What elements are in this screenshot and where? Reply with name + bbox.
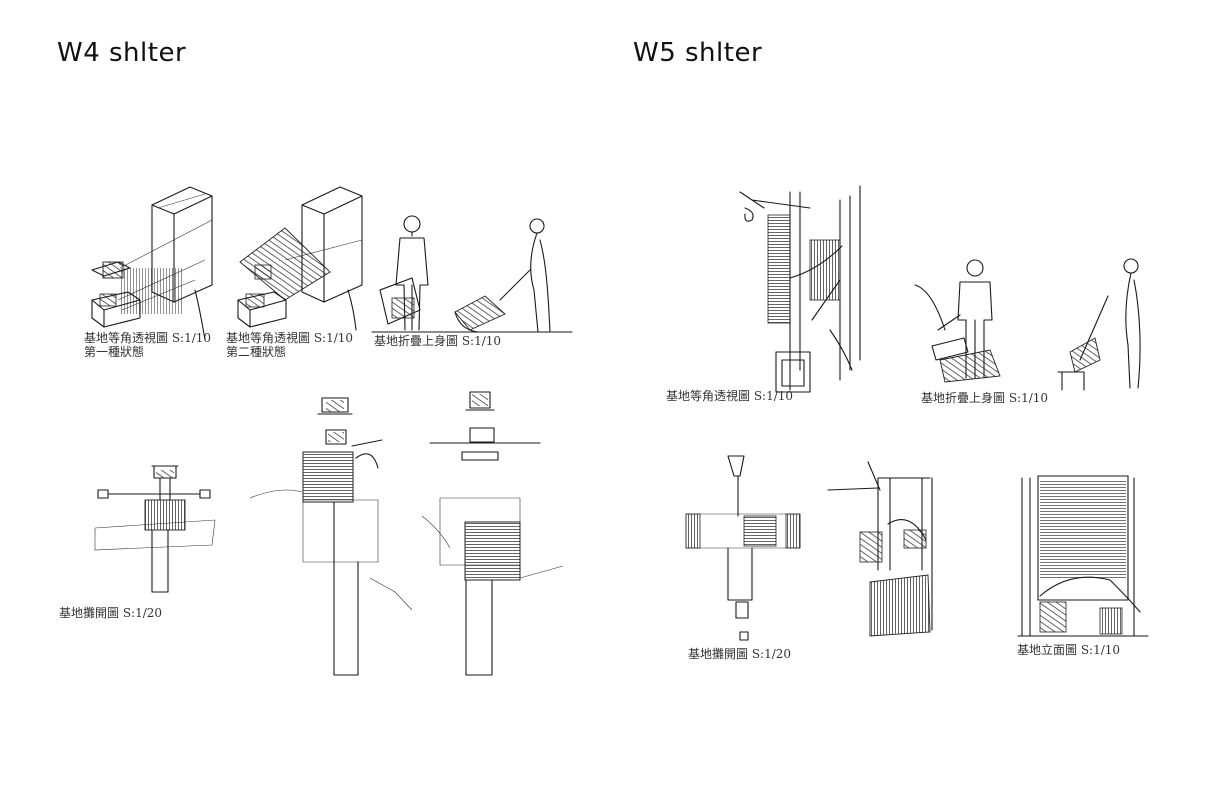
w4-folded-on-body-sketch: [371, 215, 573, 333]
w4-fold-caption: 基地折疊上身圖 S:1/10: [374, 334, 502, 348]
w5-fold-caption: 基地折疊上身圖 S:1/10: [921, 391, 1049, 405]
w5-isometric-sketch: [739, 185, 861, 393]
w5-folded-on-body-sketch: [914, 258, 1141, 391]
w4-iso1-state-caption: 第一種狀態: [84, 345, 145, 359]
w5-elevation-sketch: [1017, 475, 1149, 637]
w5-unfolded-sketch: [827, 461, 933, 637]
w5-exploded-caption: 基地攤開圖 S:1/20: [688, 647, 792, 661]
w5-panel-title: W5 shlter: [633, 38, 763, 68]
w4-iso1-caption: 基地等角透視圖 S:1/10: [84, 331, 212, 345]
w4-exploded-small-sketch: [94, 465, 216, 593]
w5-exploded-sketch: [685, 455, 801, 641]
w4-exploded-large-b-sketch: [421, 391, 564, 676]
w4-isometric-state1-sketch: [91, 186, 213, 341]
w4-panel-title: W4 shlter: [57, 38, 187, 68]
w4-iso2-caption: 基地等角透視圖 S:1/10: [226, 331, 354, 345]
w4-exploded-caption: 基地攤開圖 S:1/20: [59, 606, 163, 620]
w4-isometric-state2-sketch: [237, 186, 363, 331]
w5-elevation-caption: 基地立面圖 S:1/10: [1017, 643, 1121, 657]
w4-exploded-large-a-sketch: [249, 397, 413, 676]
w4-iso2-state-caption: 第二種狀態: [226, 345, 287, 359]
w5-iso-caption: 基地等角透視圖 S:1/10: [666, 389, 794, 403]
